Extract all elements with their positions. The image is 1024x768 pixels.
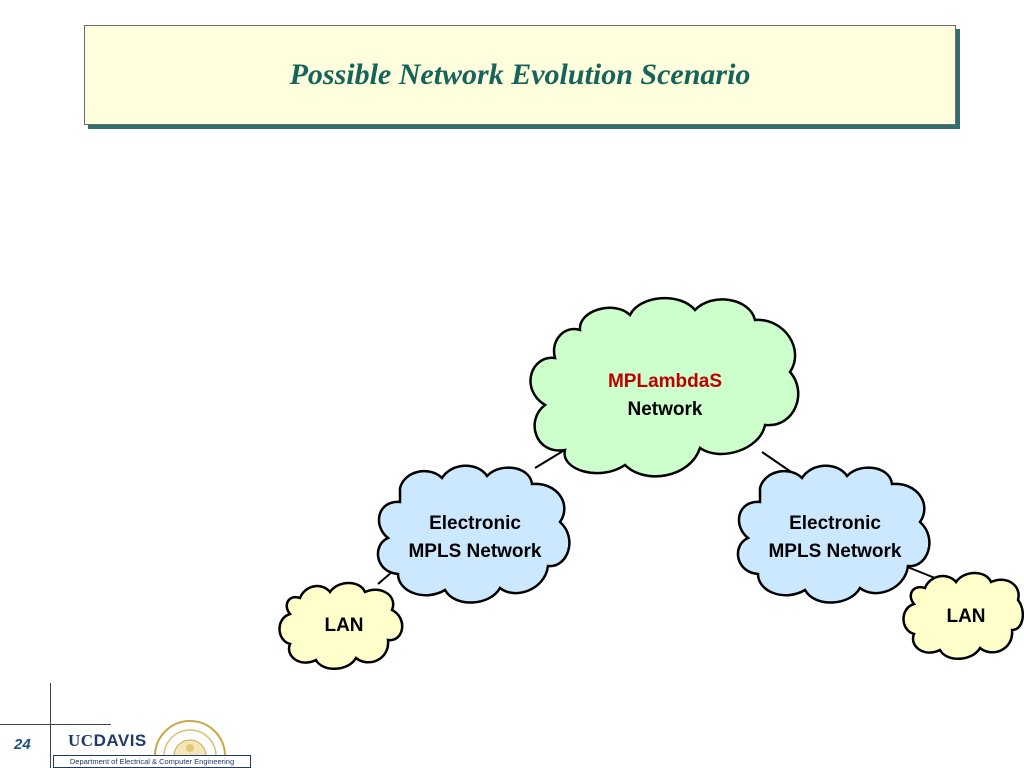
title-box: Possible Network Evolution Scenario [84, 25, 956, 125]
mpls-left-line1: Electronic [429, 513, 521, 534]
core-network-label: MPLambdaS Network [560, 368, 770, 424]
footer-divider-vertical [50, 683, 51, 768]
logo-davis-text: DAVIS [93, 731, 147, 750]
mpls-right-line2: MPLS Network [768, 541, 902, 562]
footer-divider-horizontal [0, 724, 111, 725]
cloud-mpls-right [736, 464, 931, 604]
cloud-lan-left [278, 581, 404, 670]
lan-right-text: LAN [946, 606, 986, 627]
cloud-lan-right [902, 571, 1024, 660]
link-mpls-left-lan-left [377, 571, 393, 585]
slide-title: Possible Network Evolution Scenario [289, 58, 751, 91]
lan-left-text: LAN [324, 615, 364, 636]
core-network-name: MPLambdaS [607, 371, 723, 392]
lan-right-label: LAN [918, 603, 1014, 631]
cloud-core [529, 296, 800, 478]
lan-left-label: LAN [296, 612, 392, 640]
cloud-mpls-left [376, 464, 571, 604]
logo-uc-text: UC [68, 731, 94, 750]
mpls-left-line2: MPLS Network [408, 541, 542, 562]
mpls-left-label: Electronic MPLS Network [385, 510, 565, 566]
mpls-right-label: Electronic MPLS Network [745, 510, 925, 566]
page-number: 24 [14, 736, 31, 753]
university-seal-icon [154, 720, 226, 757]
department-bar: Department of Electrical & Computer Engi… [53, 755, 251, 768]
core-network-type: Network [627, 399, 703, 420]
mpls-right-line1: Electronic [789, 513, 881, 534]
ucdavis-logo: UCDAVIS [68, 731, 147, 751]
